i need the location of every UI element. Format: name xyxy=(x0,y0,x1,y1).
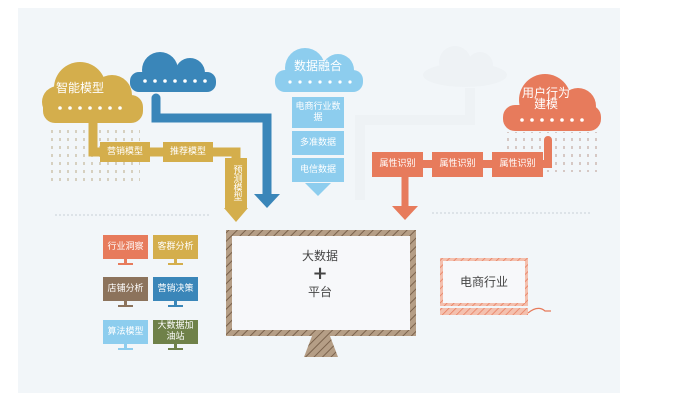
app-monitor-base xyxy=(118,305,133,307)
flow-box-attribute-1: 属性识别 xyxy=(379,159,416,169)
arrow-orange xyxy=(392,206,418,220)
monitor-ecommerce xyxy=(440,258,551,315)
ecommerce-label: 电商行业 xyxy=(459,274,508,289)
cloud-smart-model xyxy=(42,62,143,123)
app-monitor: 店铺分析 xyxy=(103,277,148,301)
arrow-lightblue xyxy=(305,183,331,196)
app-monitor-stand xyxy=(174,344,177,348)
app-monitor-stand xyxy=(124,301,127,305)
app-monitor-base xyxy=(168,348,183,350)
app-monitor: 行业洞察 xyxy=(103,235,148,259)
cloud-label-user-behavior: 用户行为建模 xyxy=(522,86,571,111)
platform-plus: + xyxy=(312,262,328,284)
cloud-blue xyxy=(130,52,216,92)
app-monitor-stand xyxy=(124,259,127,263)
flow-box-attribute-3: 属性识别 xyxy=(499,159,536,169)
data-box-telecom: 电信数据 xyxy=(299,164,336,175)
app-monitor-stand xyxy=(174,259,177,263)
app-monitor-stand xyxy=(124,344,127,348)
app-monitor-base xyxy=(168,263,183,265)
app-monitor: 营销决策 xyxy=(153,277,198,301)
app-monitor-base xyxy=(118,348,133,350)
cloud-label-data-fusion: 数据融合 xyxy=(293,58,342,73)
faded-cloud xyxy=(355,46,507,200)
monitor-big-data-platform xyxy=(226,230,416,357)
data-box-multi: 多准数据 xyxy=(299,137,336,148)
app-monitor-base xyxy=(118,263,133,265)
cloud-user-behavior xyxy=(503,74,601,131)
data-box-ecommerce: 电商行业数据 xyxy=(295,101,341,123)
app-monitor: 大数据加油站 xyxy=(153,320,198,344)
app-monitor-base xyxy=(168,305,183,307)
cloud-label-smart-model: 智能模型 xyxy=(55,80,104,95)
app-monitor: 算法模型 xyxy=(103,320,148,344)
flow-box-recommend-model: 推荐模型 xyxy=(169,146,206,157)
arrow-blue xyxy=(254,194,280,208)
flow-box-attribute-2: 属性识别 xyxy=(439,159,476,169)
platform-line1: 大数据 xyxy=(301,248,338,263)
pipe-blue xyxy=(151,93,272,200)
app-monitor-stand xyxy=(174,301,177,305)
app-monitor: 客群分析 xyxy=(153,235,198,259)
platform-line2: 平台 xyxy=(307,284,332,299)
arrow-yellow xyxy=(224,208,248,222)
flow-box-predict-model: 预测模型 xyxy=(231,165,242,201)
flow-box-marketing-model: 营销模型 xyxy=(106,146,143,157)
